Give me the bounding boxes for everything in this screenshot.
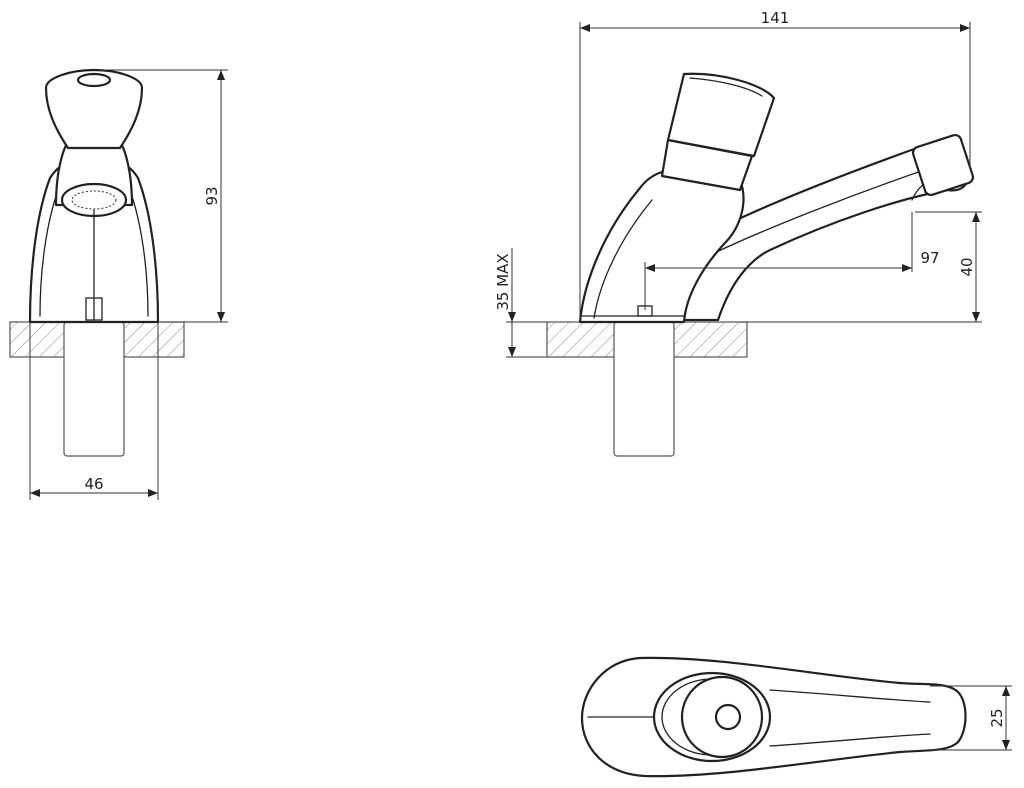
- front-body-inner: [39, 189, 149, 317]
- dim-label-97: 97: [920, 249, 939, 267]
- side-view: 141 35 MAX 97 40: [494, 9, 982, 457]
- front-button-cap: [76, 72, 112, 88]
- top-spout-edge: [769, 689, 931, 747]
- top-button-center: [714, 703, 742, 731]
- side-tailpiece: [613, 321, 675, 457]
- side-push-button: [666, 72, 776, 158]
- dim-label-141: 141: [761, 9, 790, 27]
- side-body-inner: [593, 199, 653, 319]
- dim-label-46: 46: [84, 475, 103, 493]
- side-outlet-tip: [911, 133, 975, 197]
- top-view: 25: [580, 656, 1012, 778]
- dim-label-35-max: 35 MAX: [494, 253, 512, 310]
- front-push-button: [44, 68, 144, 150]
- front-aerator-mesh: [71, 190, 117, 210]
- dim-label-93: 93: [203, 186, 221, 205]
- dim-label-40: 40: [958, 257, 976, 276]
- dim-label-25: 25: [988, 708, 1006, 727]
- front-view: 93 46: [9, 68, 228, 500]
- side-button-cap: [689, 77, 763, 97]
- front-tailpiece: [63, 321, 125, 457]
- front-base-slot: [85, 297, 103, 321]
